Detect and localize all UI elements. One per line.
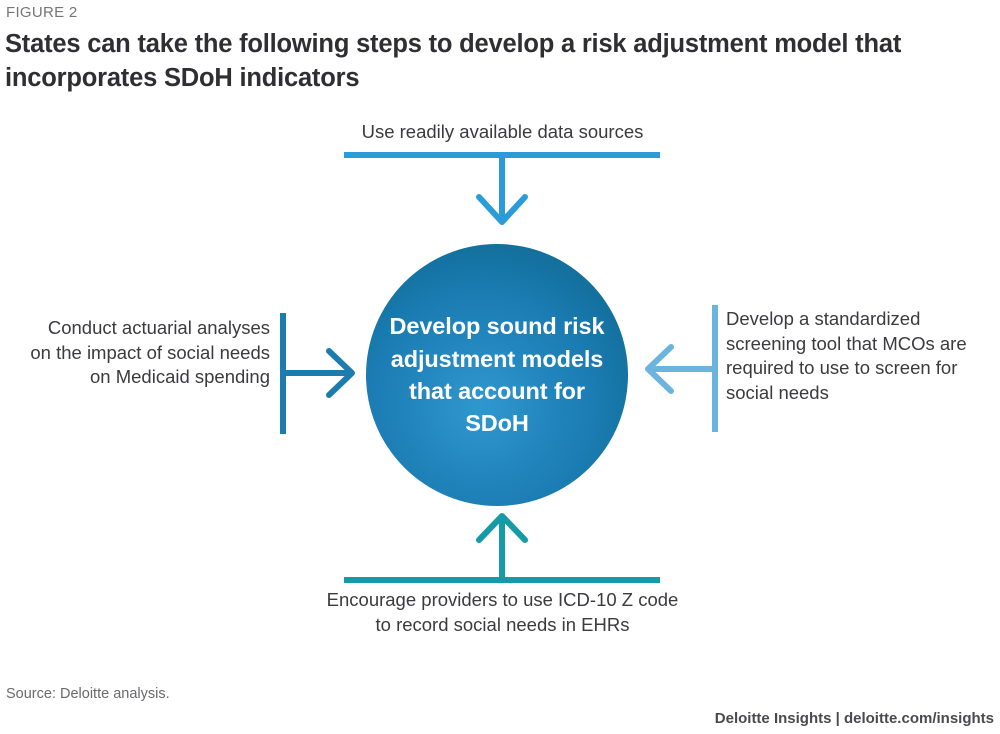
brand-note: Deloitte Insights | deloitte.com/insight…	[714, 710, 994, 727]
figure-label: FIGURE 2	[6, 4, 78, 21]
arrow-bottom-head	[476, 513, 528, 543]
arrow-left	[280, 313, 355, 434]
step-label-right: Develop a standardized screening tool th…	[726, 308, 967, 403]
center-node-label: Develop sound risk adjustment models tha…	[389, 313, 605, 437]
arrow-bottom	[344, 513, 660, 583]
step-label-left: Conduct actuarial analyses on the impact…	[30, 317, 270, 388]
step-label-bottom: Encourage providers to use ICD-10 Z code…	[326, 589, 679, 635]
step-label-top: Use readily available data sources	[361, 121, 644, 142]
arrow-top	[344, 152, 660, 225]
source-note: Source: Deloitte analysis.	[6, 686, 170, 702]
center-node: Develop sound risk adjustment models tha…	[366, 244, 628, 506]
arrow-right-head	[645, 344, 674, 394]
arrow-right	[645, 305, 718, 432]
arrow-top-head	[476, 194, 528, 225]
arrow-left-head	[326, 348, 355, 398]
page-title: States can take the following steps to d…	[5, 30, 902, 93]
